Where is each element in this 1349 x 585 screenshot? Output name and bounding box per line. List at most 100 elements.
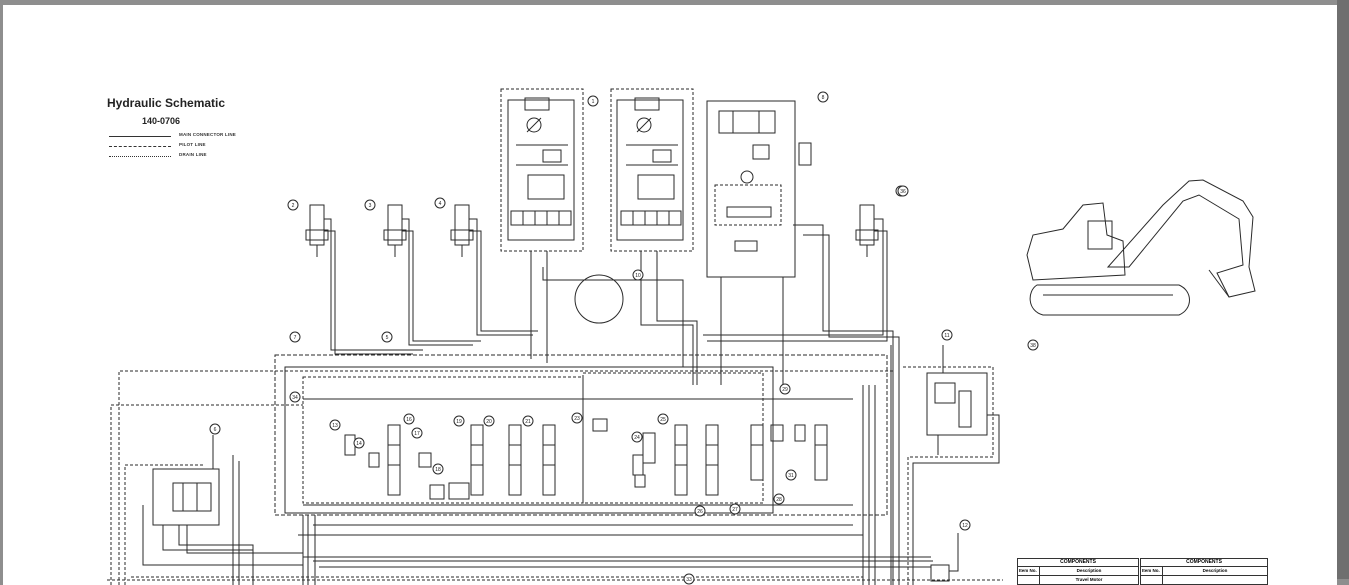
callout-label: 31: [788, 473, 794, 479]
callout-label: 25: [660, 417, 666, 423]
components-table-1-row: Travel Motor: [1075, 577, 1103, 582]
cylinder-2: [383, 204, 407, 257]
callout-label: 5: [386, 335, 389, 341]
callout-circle: [289, 331, 301, 343]
callout-circle: [364, 199, 376, 211]
components-table-2-row: [1163, 576, 1267, 584]
callout-circle: [785, 469, 797, 481]
callout-label: 24: [634, 435, 640, 441]
callout-label: 20: [486, 419, 492, 425]
callout-label: 4: [439, 201, 442, 207]
cylinder-3: [450, 204, 474, 257]
callout-circle: [729, 503, 741, 515]
callout-label: 33: [686, 577, 692, 583]
legend-drain-label: DRAIN LINE: [179, 152, 207, 157]
cylinder-1: [305, 204, 329, 257]
vertical-scrollbar[interactable]: [1337, 0, 1349, 579]
callout-label: 18: [435, 467, 441, 473]
components-table-1-heading: COMPONENTS: [1018, 559, 1138, 567]
cylinder-4: [855, 204, 879, 257]
callout-label: 21: [525, 419, 531, 425]
components-table-2-col-item: Item No.: [1141, 567, 1163, 575]
hydraulic-diagram: 1234567891011121314161718192021232425262…: [107, 88, 1256, 585]
callout-label: 10: [635, 273, 641, 279]
callout-circle: [817, 91, 829, 103]
callout-circle: [434, 197, 446, 209]
components-table-2-col-desc: Description: [1202, 568, 1228, 573]
components-table-2: COMPONENTS Item No. Description: [1140, 558, 1268, 585]
legend-pilot-label: PILOT LINE: [179, 142, 206, 147]
callout-circle: [1027, 339, 1039, 351]
callout-circle: [411, 427, 423, 439]
callout-circle: [209, 423, 221, 435]
schematic-page: Hydraulic Schematic 140-0706 MAIN CONNEC…: [3, 5, 1337, 585]
callout-label: 11: [944, 333, 949, 339]
legend-drain-line: DRAIN LINE: [109, 152, 259, 162]
control-valve-block: [274, 354, 888, 536]
callout-label: 19: [456, 419, 462, 425]
callout-circle: [432, 463, 444, 475]
legend-main-label: MAIN CONNECTOR LINE: [179, 132, 236, 137]
callout-label: 23: [574, 416, 580, 422]
callout-circle: [897, 185, 909, 197]
callout-circle: [657, 413, 669, 425]
components-table-1: COMPONENTS Item No. Description Travel Mo…: [1017, 558, 1139, 585]
callout-label: 16: [406, 417, 412, 423]
callout-circle: [959, 519, 971, 531]
callout-label: 38: [1030, 343, 1036, 349]
callout-label: 14: [356, 441, 362, 447]
callout-circle: [694, 505, 706, 517]
callout-label: 12: [962, 523, 968, 529]
excavator-illustration: [1026, 179, 1256, 316]
main-pump-unit: [706, 100, 812, 365]
callout-circle: [571, 412, 583, 424]
legend-pilot-line: PILOT LINE: [109, 142, 259, 152]
callout-circle: [631, 431, 643, 443]
schematic-number: 140-0706: [142, 116, 181, 126]
callout-markers: 1234567891011121314161718192021232425262…: [209, 91, 1039, 585]
components-table-2-heading: COMPONENTS: [1141, 559, 1267, 567]
callout-circle: [329, 419, 341, 431]
callout-label: 36: [900, 189, 906, 195]
components-table-1-col-item: Item No.: [1018, 567, 1040, 575]
callout-label: 7: [294, 335, 297, 341]
travel-motor-left: [500, 88, 584, 267]
callout-label: 26: [697, 509, 703, 515]
callout-circle: [773, 493, 785, 505]
callout-circle: [779, 383, 791, 395]
callout-label: 6: [214, 427, 217, 433]
callout-circle: [522, 415, 534, 427]
callout-circle: [287, 199, 299, 211]
callout-circle: [453, 415, 465, 427]
callout-circle: [289, 391, 301, 403]
legend-main-line: MAIN CONNECTOR LINE: [109, 132, 259, 142]
callout-label: 27: [732, 507, 738, 513]
components-table-1-col-desc: Description: [1076, 568, 1102, 573]
callout-label: 3: [369, 203, 372, 209]
callout-label: 17: [414, 431, 420, 437]
travel-motor-right: [610, 88, 694, 267]
callout-label: 8: [822, 95, 825, 101]
swing-motor: [574, 274, 624, 324]
callout-circle: [587, 95, 599, 107]
main-lines: [302, 385, 933, 585]
callout-circle: [353, 437, 365, 449]
hose-lines: [324, 218, 900, 585]
right-valve: [912, 345, 1000, 585]
pilot-valve: [142, 435, 304, 585]
schematic-title: Hydraulic Schematic: [107, 96, 226, 110]
callout-circle: [632, 269, 644, 281]
callout-label: 29: [782, 387, 788, 393]
spool-valves: [344, 418, 828, 500]
callout-label: 13: [332, 423, 338, 429]
bottom-right-valve: [930, 533, 959, 582]
callout-label: 1: [592, 99, 595, 105]
callout-label: 2: [292, 203, 295, 209]
callout-label: 28: [776, 497, 782, 503]
callout-circle: [403, 413, 415, 425]
callout-circle: [941, 329, 953, 341]
callout-label: 34: [292, 395, 298, 401]
callout-circle: [381, 331, 393, 343]
callout-circle: [483, 415, 495, 427]
